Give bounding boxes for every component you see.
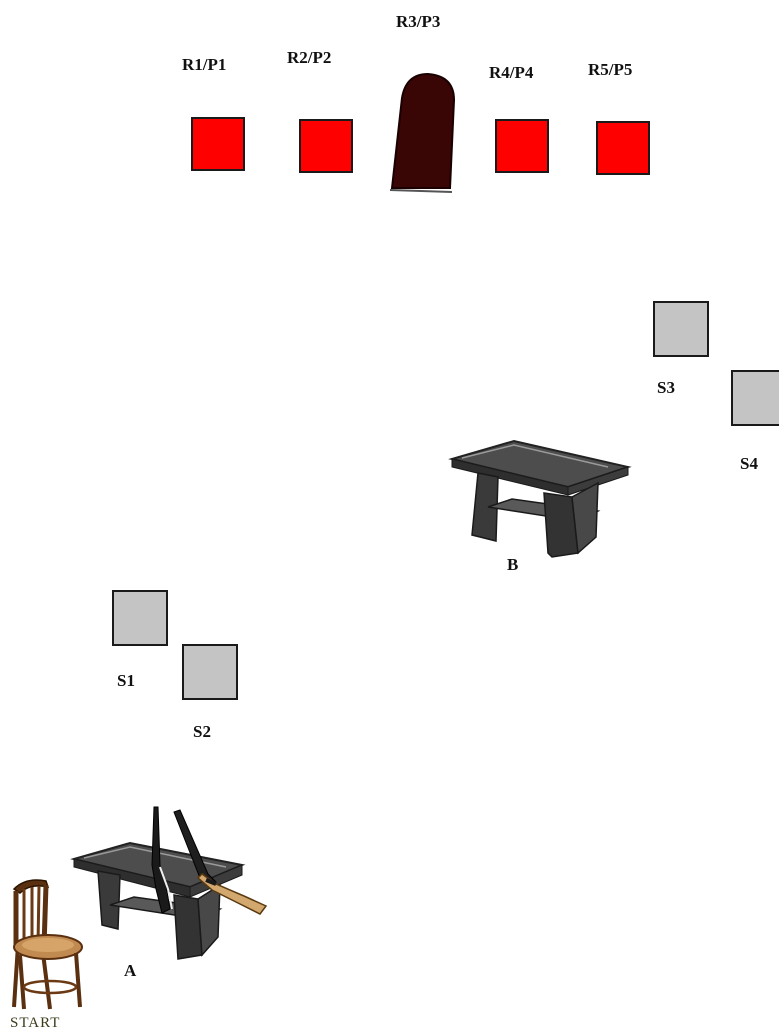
station-label-s3: S3	[657, 379, 675, 396]
chair-icon	[8, 875, 88, 1015]
station-s3	[653, 301, 709, 357]
target-r2	[299, 119, 353, 173]
station-label-s4: S4	[740, 455, 758, 472]
station-s1	[112, 590, 168, 646]
target-label-r3: R3/P3	[396, 13, 440, 30]
target-label-r5: R5/P5	[588, 61, 632, 78]
start-label: START	[10, 1016, 60, 1031]
target-label-r1: R1/P1	[182, 56, 226, 73]
station-label-s2: S2	[193, 723, 211, 740]
target-r1	[191, 117, 245, 171]
silhouette-target-r3	[388, 70, 460, 194]
station-label-s1: S1	[117, 672, 135, 689]
target-r4	[495, 119, 549, 173]
target-r5	[596, 121, 650, 175]
station-s4	[731, 370, 779, 426]
target-label-r2: R2/P2	[287, 49, 331, 66]
target-label-r4: R4/P4	[489, 64, 533, 81]
long-gun-icon	[196, 872, 270, 918]
station-s2	[182, 644, 238, 700]
table-label-b: B	[507, 556, 518, 573]
table-label-a: A	[124, 962, 136, 979]
table-b-icon	[448, 437, 632, 559]
